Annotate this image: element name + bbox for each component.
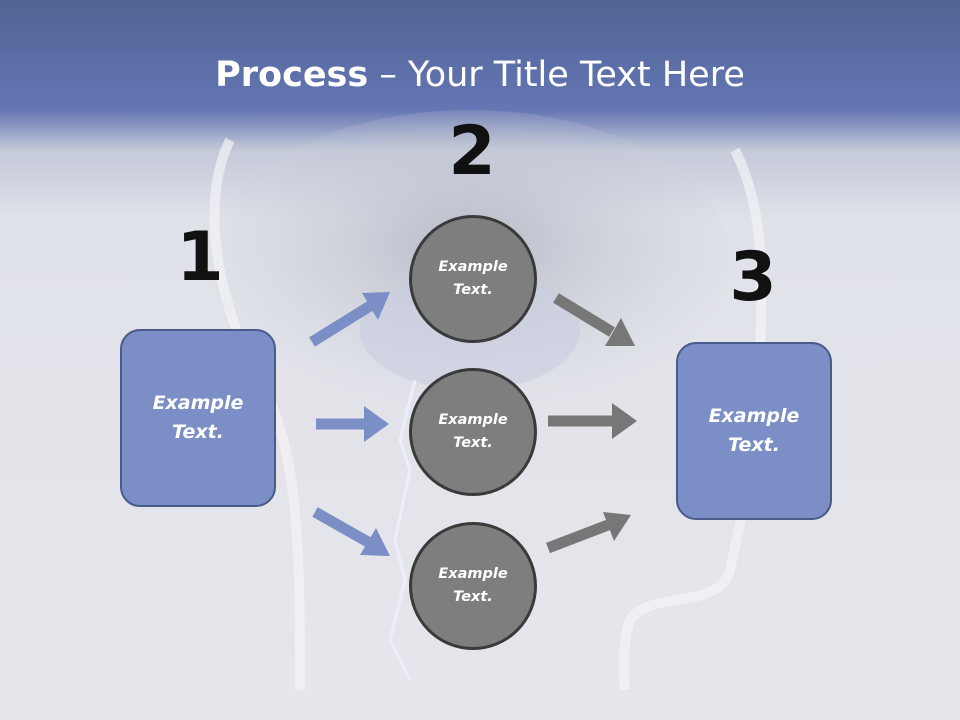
step-1-box: Example Text.: [120, 329, 276, 507]
arrow-to-circle-middle: [316, 406, 389, 442]
lightning-bolt: [388, 379, 417, 681]
arrow-from-circle-middle: [548, 403, 637, 439]
slide-title-strong: Process: [215, 55, 369, 95]
slide-title-rest: – Your Title Text Here: [368, 55, 745, 95]
step-number-1: 1: [176, 218, 224, 297]
arrow-to-circle-bottom: [312, 507, 390, 556]
step-2-circle-top: Example Text.: [409, 215, 537, 343]
arrow-to-circle-top: [309, 292, 390, 347]
step-2-circle-bottom: Example Text.: [409, 522, 537, 650]
arrow-from-circle-top: [553, 293, 635, 346]
arrow-from-circle-bottom: [546, 512, 631, 554]
step-number-2: 2: [448, 112, 496, 191]
step-2-circle-middle: Example Text.: [409, 368, 537, 496]
step-3-box: Example Text.: [676, 342, 832, 520]
step-number-3: 3: [729, 238, 777, 317]
slide-title: Process – Your Title Text Here: [0, 52, 960, 98]
